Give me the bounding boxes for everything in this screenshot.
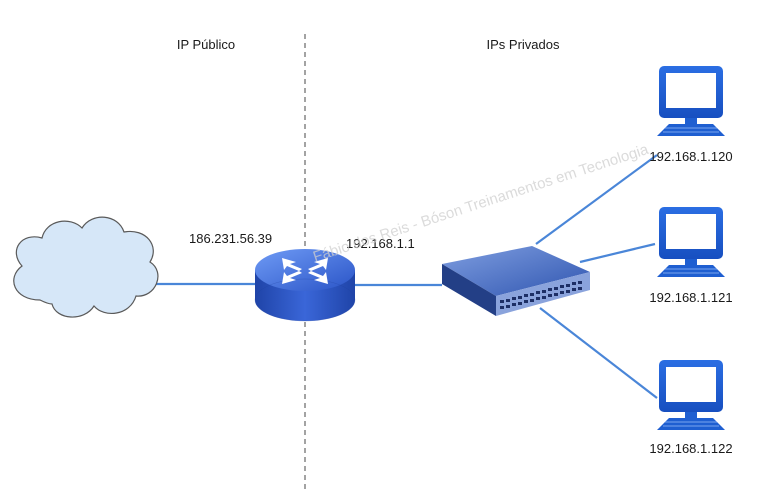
link-switch-pc1 [535,154,658,245]
watermark-text: Fábio dos Reis - Bóson Treinamentos em T… [311,141,651,266]
pc3-desktop-computer-icon [656,359,726,431]
pc2-desktop-computer-icon [656,206,726,278]
pc1-ip: 192.168.1.120 [649,149,732,164]
internet-cloud-icon [13,216,159,318]
router-icon [254,249,356,322]
pc2-ip: 192.168.1.121 [649,290,732,305]
pc3-ip: 192.168.1.122 [649,441,732,456]
public-ip-heading: IP Público [177,37,235,52]
router-private-ip: 192.168.1.1 [346,236,415,251]
switch-icon [442,246,590,316]
pc1-desktop-computer-icon [656,65,726,137]
router-public-ip: 186.231.56.39 [189,231,272,246]
link-switch-pc3 [539,307,658,399]
link-switch-pc2 [579,242,656,264]
private-ips-heading: IPs Privados [487,37,560,52]
